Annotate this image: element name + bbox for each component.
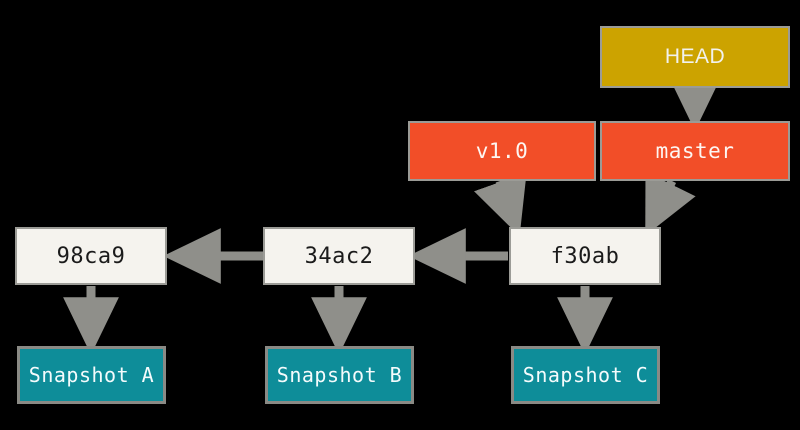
snapshot-node-a[interactable]: Snapshot A	[17, 346, 166, 404]
ref-node-master[interactable]: master	[600, 121, 790, 181]
snapshot-node-b[interactable]: Snapshot B	[265, 346, 414, 404]
commit-label-f30ab: f30ab	[550, 243, 620, 269]
commit-label-34ac2: 34ac2	[304, 243, 374, 269]
commit-node-34ac2[interactable]: 34ac2	[263, 227, 415, 285]
snapshot-label-b: Snapshot B	[276, 363, 403, 387]
edge-v10-to-f30ab	[474, 172, 527, 237]
commit-node-f30ab[interactable]: f30ab	[509, 227, 661, 285]
ref-node-v1-0[interactable]: v1.0	[408, 121, 596, 181]
snapshot-label-c: Snapshot C	[522, 363, 649, 387]
ref-label-master: master	[655, 139, 735, 163]
head-label: HEAD	[664, 45, 726, 68]
edge-master-to-f30ab	[645, 171, 696, 236]
snapshot-label-a: Snapshot A	[28, 363, 155, 387]
ref-label-v1-0: v1.0	[475, 139, 529, 163]
commit-node-98ca9[interactable]: 98ca9	[15, 227, 167, 285]
head-node[interactable]: HEAD	[600, 26, 790, 88]
snapshot-node-c[interactable]: Snapshot C	[511, 346, 660, 404]
commit-label-98ca9: 98ca9	[56, 243, 126, 269]
